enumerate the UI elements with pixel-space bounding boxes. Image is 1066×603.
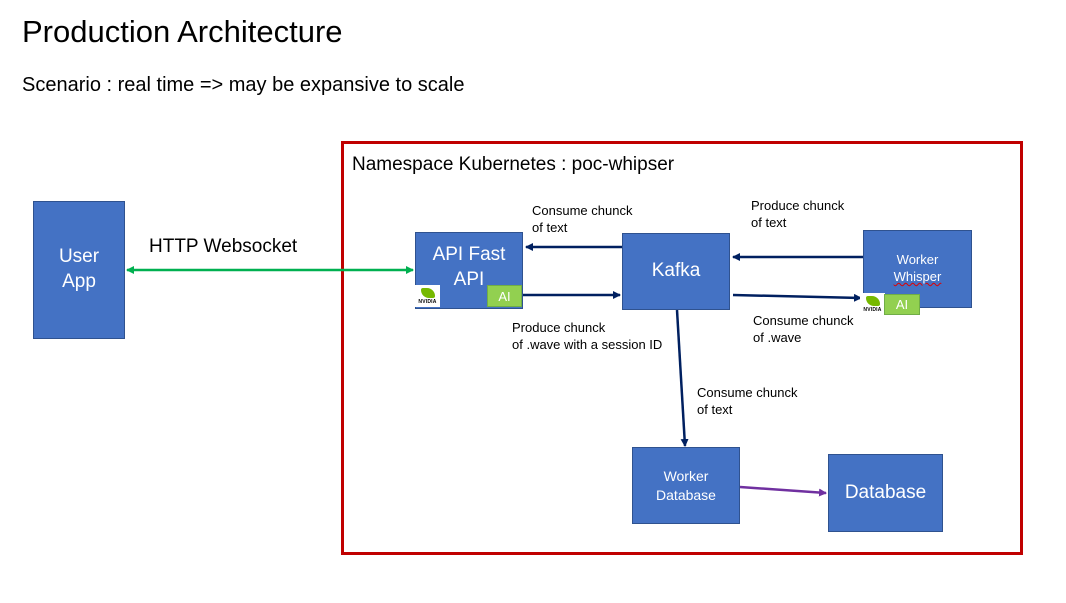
page-subtitle: Scenario : real time => may be expansive… xyxy=(22,74,465,96)
namespace-label: Namespace Kubernetes : poc-whipser xyxy=(352,154,675,175)
workerdb-line1: Worker xyxy=(663,468,709,485)
whisper-to-kafka-label: Produce chunck of text xyxy=(751,198,845,230)
kafka-to-whisper-label: Consume chunck of .wave xyxy=(753,313,854,345)
database-label: Database xyxy=(844,481,927,503)
kafka-to-whisper-arrow xyxy=(732,293,862,302)
kafka-to-api-label: Consume chunck of text xyxy=(532,203,633,235)
http-websocket-label: HTTP Websocket xyxy=(149,236,298,257)
workerdb-line2: Database xyxy=(656,486,716,503)
page-title: Production Architecture xyxy=(22,14,343,49)
api-line1: API Fast xyxy=(432,244,506,265)
whisper-line2: Whisper xyxy=(893,269,942,284)
kafka-label: Kafka xyxy=(651,260,701,282)
nvidia-logo-icon: NVIDIA xyxy=(860,293,885,315)
user-app-node: User App xyxy=(33,201,125,339)
workerdb-to-database-arrow xyxy=(739,485,827,497)
user-app-line1: User xyxy=(58,246,100,268)
api-line2: API xyxy=(453,268,485,290)
worker-database-node: Worker Database xyxy=(632,447,740,524)
database-node: Database xyxy=(828,454,943,532)
kafka-to-workerdb-arrow xyxy=(675,309,689,447)
whisper-ai-badge: AI xyxy=(884,294,920,315)
kafka-node: Kafka xyxy=(622,233,730,310)
namespace-boundary xyxy=(341,141,1023,555)
nvidia-logo-icon: NVIDIA xyxy=(415,285,440,307)
api-ai-badge: AI xyxy=(487,285,522,307)
user-app-line2: App xyxy=(62,271,96,292)
api-to-kafka-label: Produce chunck of .wave with a session I… xyxy=(512,320,663,352)
kafka-to-workerdb-label: Consume chunck of text xyxy=(697,385,798,417)
whisper-line1: Worker xyxy=(896,252,939,268)
